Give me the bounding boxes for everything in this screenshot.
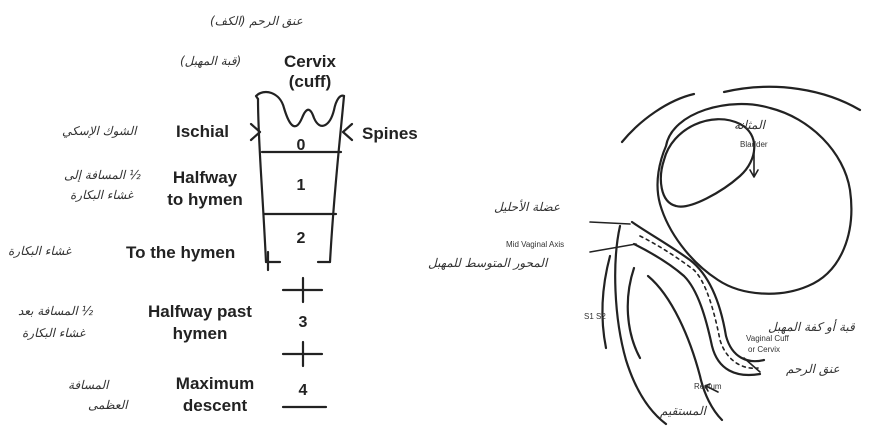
- arabic-halfway-1: ½ المسافة إلى: [64, 168, 141, 182]
- anterior-body-wall: [622, 94, 694, 142]
- halfway-to-hymen-line2: to hymen: [150, 190, 260, 210]
- levator-leader: [590, 222, 630, 224]
- arabic-rectum: المستقيم: [660, 404, 706, 418]
- arabic-ischial: الشوك الإسكي: [62, 124, 136, 138]
- maximum-descent-line2: descent: [160, 396, 270, 416]
- bladder-label: Bladder: [740, 140, 768, 149]
- vaginal-cuff-label-2: or Cervix: [748, 345, 780, 354]
- s1-s2-label: S1 S2: [584, 312, 606, 321]
- posterior-wall: [615, 226, 666, 424]
- arabic-cervix-top: عنق الرحم (الكف): [210, 14, 303, 28]
- level-4: 4: [299, 382, 308, 400]
- maximum-descent-line1: Maximum: [160, 374, 270, 394]
- level-3: 3: [299, 314, 308, 332]
- level-0: 0: [297, 137, 306, 155]
- rectum-label: Rectum: [694, 382, 722, 391]
- axis-leader: [590, 244, 636, 252]
- arabic-max-1: المسافة: [68, 378, 108, 392]
- halfway-to-hymen-line1: Halfway: [150, 168, 260, 188]
- ischial-label: Ischial: [176, 122, 229, 142]
- cuff-label: (cuff): [270, 72, 350, 92]
- cervix-cuff-outline: [256, 92, 344, 126]
- sacrum-curve: [628, 268, 640, 358]
- arabic-bladder: المثانة: [734, 118, 765, 132]
- perineal-curve: [603, 256, 610, 348]
- halfway-past-hymen-line1: Halfway past: [120, 302, 280, 322]
- spines-label: Spines: [362, 124, 418, 144]
- arabic-halfway-2: غشاء البكارة: [70, 188, 133, 202]
- vaginal-cuff-label-1: Vaginal Cuff: [746, 334, 789, 343]
- arabic-axis: المحور المتوسط للمهبل: [428, 256, 547, 270]
- bladder-outline: [658, 104, 852, 294]
- arabic-cuff-2: عنق الرحم: [786, 362, 840, 376]
- arabic-levator: عضلة الأحليل: [494, 200, 560, 214]
- mid-vaginal-axis-label: Mid Vaginal Axis: [506, 240, 564, 249]
- halfway-past-hymen-line2: hymen: [120, 324, 280, 344]
- level-1: 1: [297, 177, 306, 195]
- outer-wall-upper: [724, 87, 860, 110]
- rectum-outline: [648, 276, 722, 420]
- arabic-past-2: غشاء البكارة: [22, 326, 85, 340]
- arabic-max-2: العظمى: [88, 398, 128, 412]
- pubic-symphysis: [661, 119, 754, 206]
- cervix-label: Cervix: [270, 52, 350, 72]
- to-the-hymen-label: To the hymen: [126, 243, 235, 263]
- arabic-past-1: ½ المسافة بعد: [18, 304, 93, 318]
- arabic-cervix-2: (قبة المهبل): [180, 54, 241, 68]
- spines-arrow-right: [343, 124, 352, 140]
- arabic-to-hymen: غشاء البكارة: [8, 244, 71, 258]
- level-2: 2: [297, 230, 306, 248]
- canal-right-wall: [330, 96, 344, 262]
- arabic-cuff-1: قبة أو كفة المهبل: [768, 320, 855, 334]
